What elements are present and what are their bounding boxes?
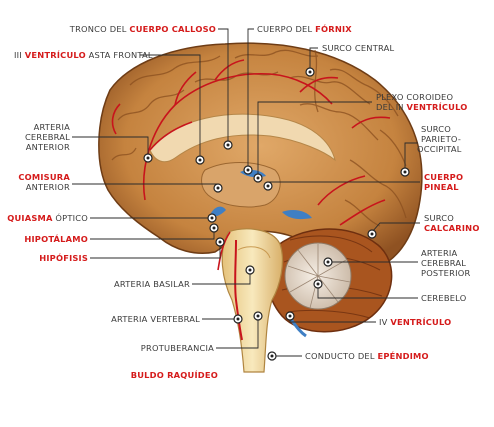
label-tronco-cuerpo-calloso: TRONCO DEL CUERPO CALLOSO [69, 24, 216, 34]
labels: TRONCO DEL CUERPO CALLOSO CUERPO DEL FÓR… [7, 23, 479, 380]
label-hipotalamo: HIPOTÁLAMO [24, 233, 88, 244]
label-conducto-ependimo: CONDUCTO DEL EPÉNDIMO [305, 350, 429, 361]
brainstem [221, 228, 284, 373]
label-surco-central: SURCO CENTRAL [322, 43, 394, 53]
label-cerebelo: CEREBELO [421, 293, 467, 303]
cerebellum [265, 228, 393, 338]
label-iv-ventriculo: IV VENTRÍCULO [379, 316, 451, 327]
marker-dots [143, 67, 410, 361]
label-cuerpo-fornix: CUERPO DEL FÓRNIX [257, 23, 352, 34]
label-bulbo-raquideo: BULDO RAQUÍDEO [131, 369, 218, 380]
label-protuberancia: PROTUBERANCIA [141, 343, 214, 353]
label-arteria-vertebral: ARTERIA VERTEBRAL [111, 314, 200, 324]
leader-lines [72, 28, 420, 357]
label-hipofisis: HIPÓFISIS [39, 252, 88, 263]
arteries [111, 59, 391, 341]
label-arteria-basilar: ARTERIA BASILAR [114, 279, 190, 289]
label-iii-ventriculo-asta-frontal: III VENTRÍCULO ASTA FRONTAL [14, 49, 153, 60]
corpus-callosum [149, 113, 336, 163]
label-quiasma-optico: QUIASMA ÓPTICO [7, 212, 88, 223]
